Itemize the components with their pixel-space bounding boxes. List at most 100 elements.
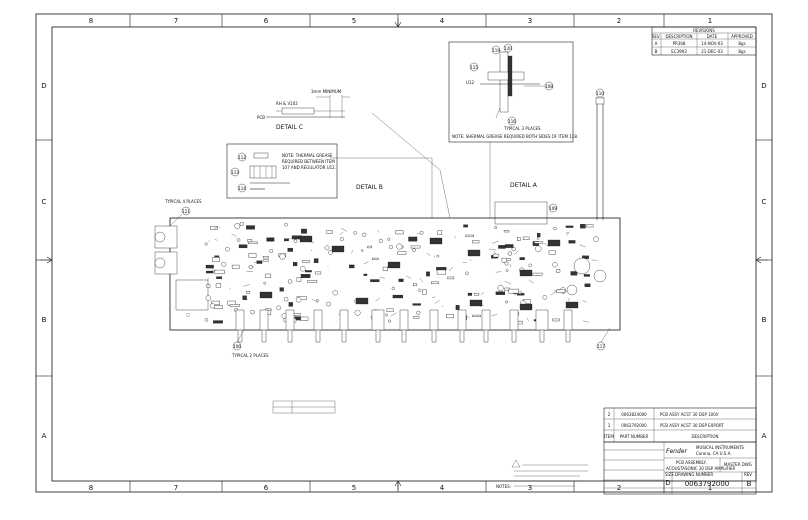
smd-part [446, 314, 454, 319]
smd-part [363, 273, 368, 276]
smd-part [467, 292, 473, 296]
parts-header-part: PART NUMBER [620, 434, 649, 439]
pot-body [535, 309, 549, 331]
callout-106: 106 [233, 344, 241, 349]
smd-part [247, 239, 253, 243]
trace [242, 298, 248, 300]
via-or-cap [396, 243, 403, 250]
detail-b: 112 113 114 NOTE: THERMAL GREASE REQUIRE… [226, 143, 433, 218]
rev-b: B [655, 49, 658, 54]
smd-part [565, 225, 574, 228]
trace [489, 248, 497, 251]
smd-part [246, 291, 251, 294]
title-block: Fender MUSICAL INSTRUMENTS Corona, CA U.… [603, 441, 757, 495]
via-or-cap [505, 300, 508, 304]
trace [526, 317, 529, 321]
parts-list: 2 0063824000 PCB ASSY ACST 30 DSP 100V 1… [603, 407, 757, 443]
smd-part [370, 279, 380, 283]
smd-part [532, 272, 543, 276]
pot-body [259, 309, 269, 331]
smd-part [552, 318, 560, 322]
smd-part [410, 245, 421, 249]
parts-row-2-item: 2 [608, 412, 611, 417]
zone-rows [36, 139, 772, 377]
smd-part [287, 247, 293, 252]
drawing-number-label: DRAWING NUMBER [675, 472, 713, 477]
via-or-cap [354, 309, 361, 316]
smd-part [537, 233, 541, 238]
rev-a-approved: Bgs [738, 41, 745, 46]
smd-part [326, 230, 333, 234]
via-or-cap [221, 261, 227, 267]
trace [351, 250, 353, 254]
revisions-title: REVISIONS [693, 28, 715, 33]
smd-part [437, 230, 443, 235]
ic-chip [259, 291, 273, 299]
ic-chip [355, 297, 369, 305]
via-or-cap [239, 221, 244, 227]
smd-part [313, 258, 319, 263]
trace [579, 244, 586, 248]
via-or-cap [416, 310, 421, 315]
capacitor-large-3 [566, 284, 578, 296]
inner-border [51, 26, 757, 482]
callout-119: 119 [492, 48, 500, 53]
via-or-cap [324, 245, 330, 251]
size-label: SIZE [665, 472, 674, 477]
typical-4-label: TYPICAL 4 PLACES [164, 199, 202, 204]
rev-header-date: DATE [707, 34, 718, 39]
smd-part [386, 308, 394, 312]
drawing-number: 0063792000 [685, 480, 730, 488]
trace [213, 226, 218, 230]
smd-part [267, 238, 273, 241]
trace [495, 271, 502, 273]
zone-row-d-left: D [41, 82, 46, 90]
zone-row-b-right: B [762, 316, 767, 324]
smd-part [498, 245, 506, 249]
heatsink-block [494, 201, 548, 225]
via-or-cap [263, 281, 266, 285]
parts-header-desc: DESCRIPTION [691, 434, 718, 439]
trace [528, 279, 534, 284]
detail-c: 3mm MINIMUM RH & V102 PCB DETAIL C [257, 89, 350, 131]
smd-part [215, 283, 222, 288]
trace [550, 290, 558, 296]
smd-part [315, 271, 322, 275]
smd-part [242, 295, 247, 300]
smd-part [447, 276, 455, 280]
smd-part [372, 257, 379, 260]
master-dwg: MASTER DWG [724, 462, 752, 467]
trace [432, 296, 436, 298]
trace [433, 255, 436, 258]
smd-part [248, 241, 258, 244]
smd-part [205, 264, 214, 269]
pot-body [457, 309, 467, 331]
trace [363, 261, 369, 265]
pot-body [429, 309, 439, 331]
via-or-cap [300, 265, 306, 272]
rev-header-approved: APPROVED [731, 34, 753, 39]
trace [379, 277, 386, 279]
smd-part [465, 234, 475, 237]
capacitor-large-2 [593, 269, 607, 283]
pot-shaft [315, 329, 321, 343]
callout-115: 115 [470, 65, 478, 70]
trace [231, 233, 237, 237]
ic-chip [467, 249, 481, 257]
fender-logo: Fender [666, 448, 687, 455]
via-or-cap [234, 223, 241, 229]
trace [311, 298, 319, 303]
ic-chip [519, 269, 533, 277]
smd-part [206, 284, 211, 288]
notes-label: NOTES: [496, 484, 511, 489]
pot-body [313, 309, 323, 331]
pot-shaft [511, 329, 517, 343]
rev-label: REV [744, 472, 752, 477]
pot-body [399, 309, 409, 331]
detail-b-note-2: REQUIRED BETWEEN ITEM [282, 159, 335, 164]
trace [504, 280, 512, 285]
via-or-cap [283, 297, 289, 302]
via-or-cap [387, 237, 391, 241]
via-or-cap [419, 230, 424, 235]
via-or-cap [593, 236, 599, 242]
